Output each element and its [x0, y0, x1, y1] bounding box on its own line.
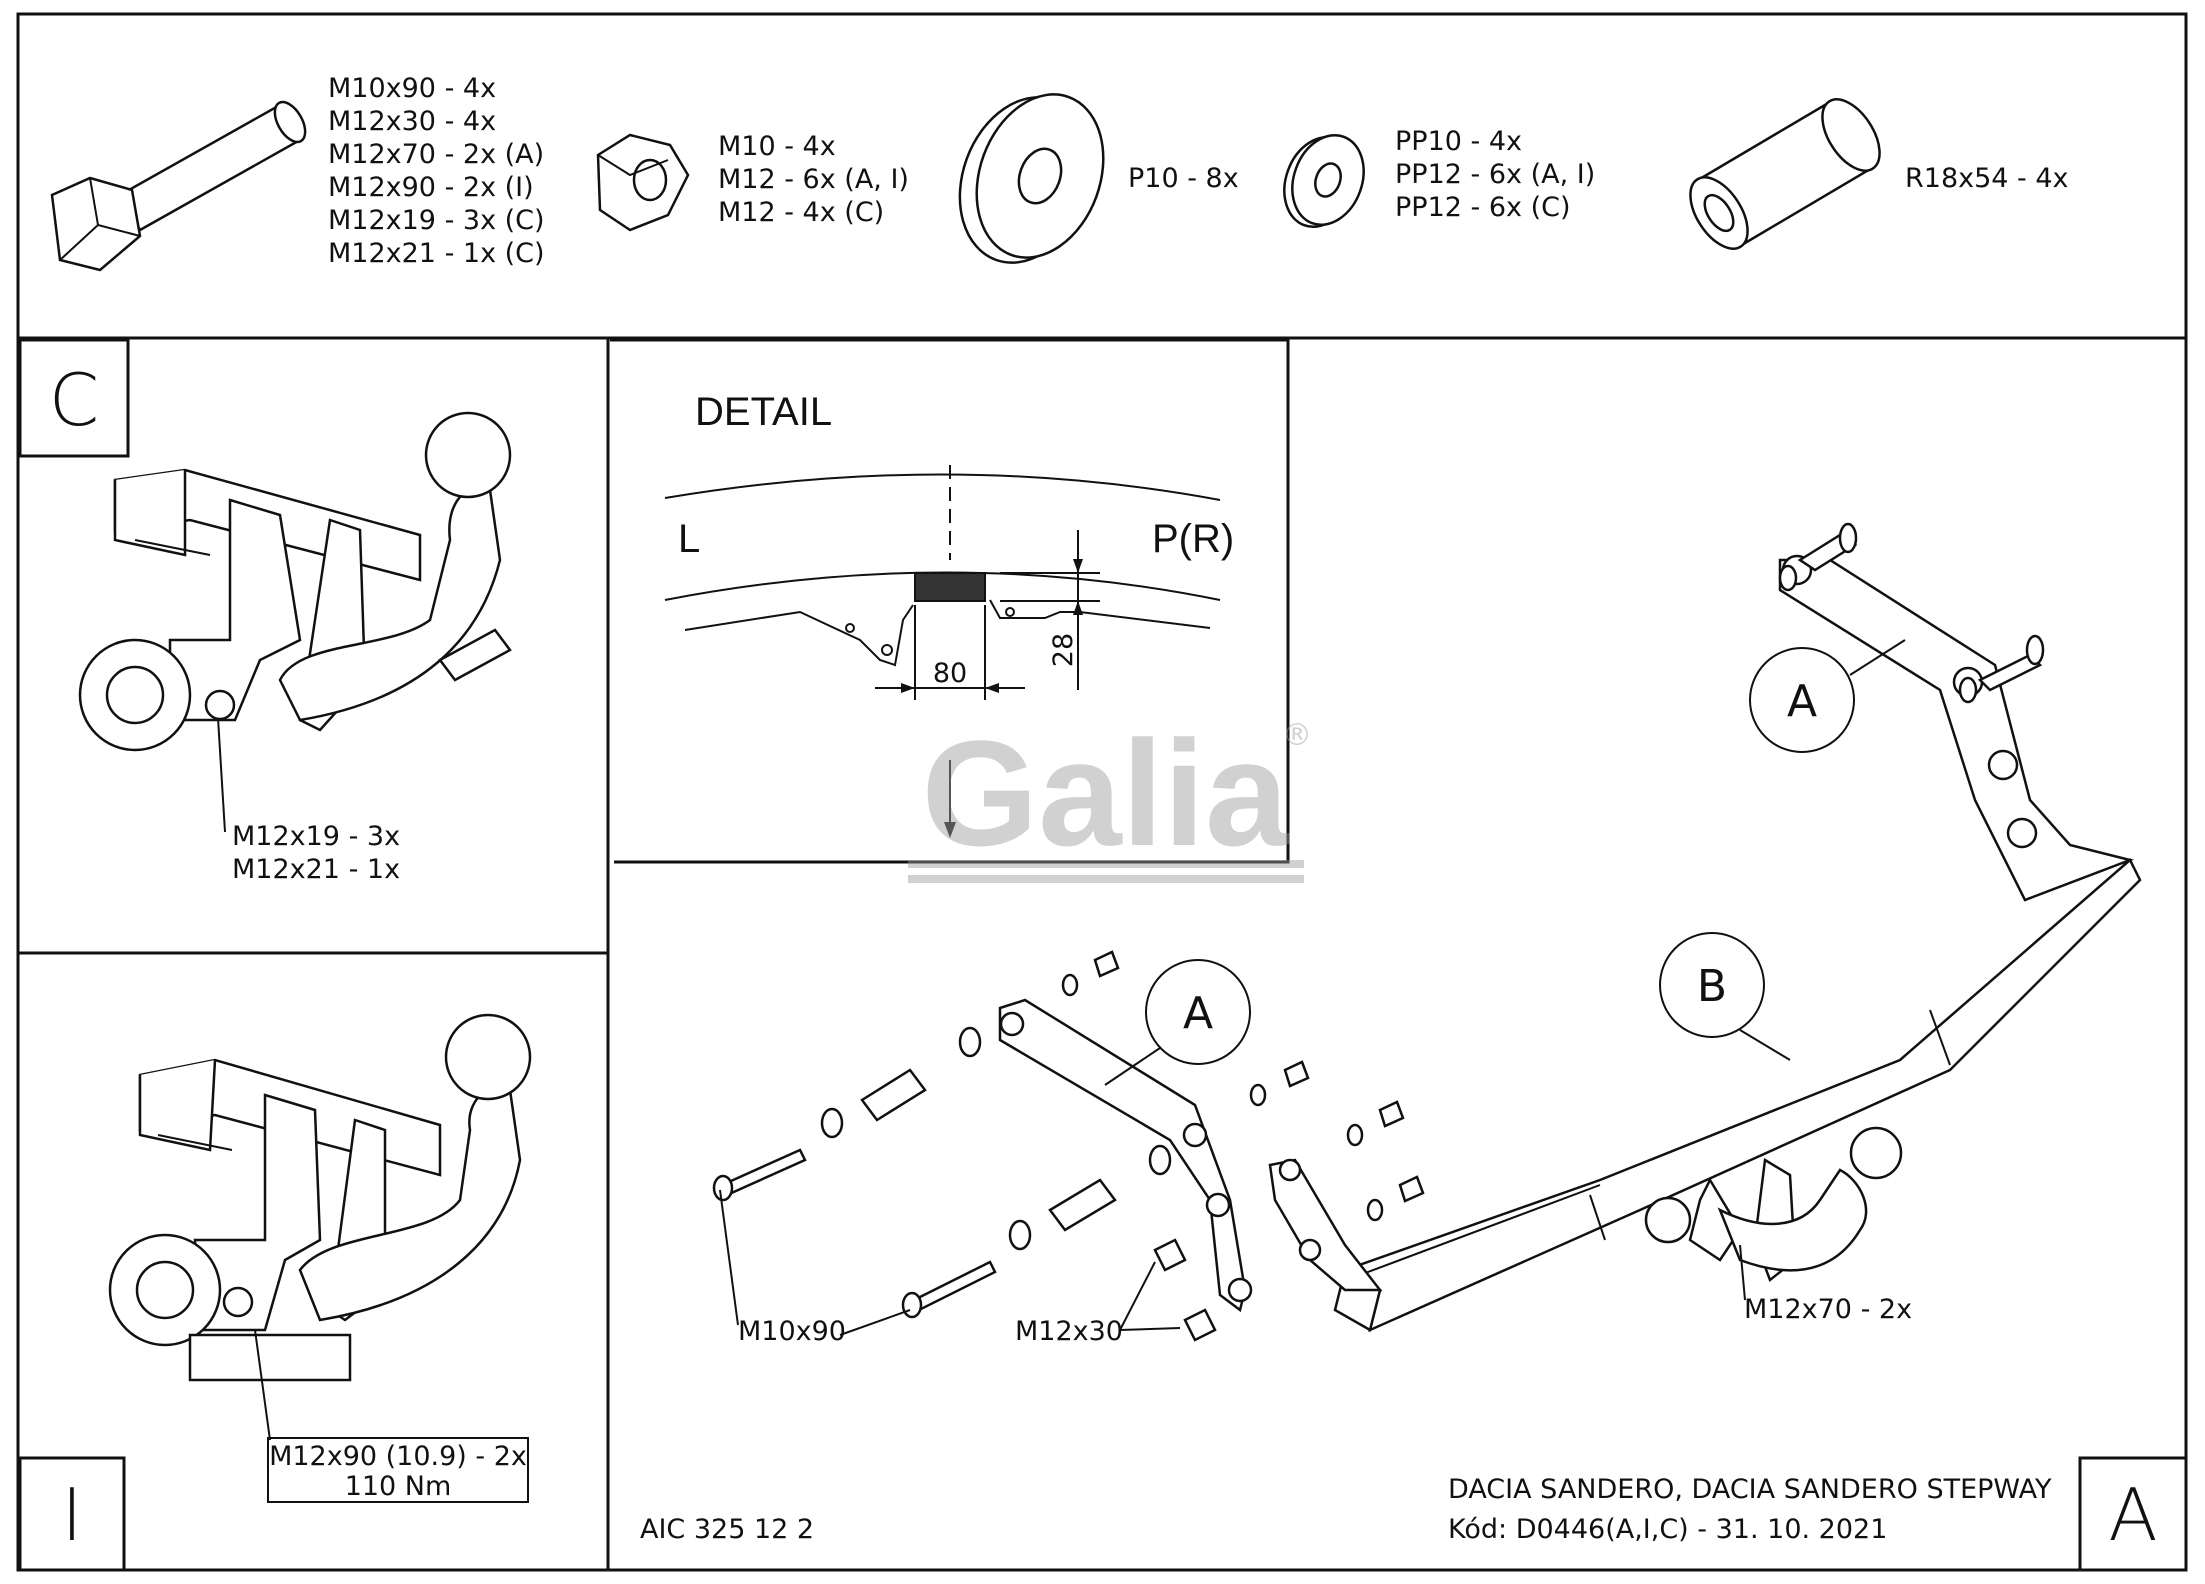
watermark-text: Galia — [922, 709, 1290, 877]
panel-i-label-2: 110 Nm — [345, 1471, 452, 1502]
i-leader-line — [254, 1329, 271, 1441]
detail-title: DETAIL — [695, 390, 832, 434]
callout-a-right-label: A — [1787, 676, 1817, 727]
callout-a-left — [1145, 959, 1251, 1065]
footer-code: AIC 325 12 2 — [640, 1514, 814, 1545]
panel-i-letter-box — [18, 1456, 126, 1572]
spring-washer-icon — [1283, 133, 1365, 229]
spring-washer-spec-2: PP12 - 6x (A, I) — [1395, 159, 1595, 190]
panel-c-label-1: M12x19 - 3x — [232, 821, 400, 852]
crossbeam — [1333, 857, 2142, 1333]
detail-dim-width: 80 — [933, 658, 967, 689]
label-m12x30: M12x30 — [1015, 1316, 1123, 1347]
nut-spec-2: M12 - 6x (A, I) — [718, 164, 909, 195]
bolt-spec-5: M12x19 - 3x (C) — [328, 205, 545, 236]
spring-washer-spec-3: PP12 - 6x (C) — [1395, 192, 1571, 223]
bolt-spec-3: M12x70 - 2x (A) — [328, 139, 544, 170]
spacer-icon — [1689, 98, 1881, 250]
washer-spec: P10 - 8x — [1128, 163, 1239, 194]
towball-unit — [1644, 1126, 1903, 1283]
c-leader-line — [217, 717, 226, 833]
detail-left-label: L — [678, 517, 700, 561]
callout-b-label: B — [1697, 961, 1727, 1012]
panel-i-label-1: M12x90 (10.9) - 2x — [269, 1441, 527, 1472]
bolt-spec-1: M10x90 - 4x — [328, 73, 496, 104]
detail-dimensions — [875, 530, 1100, 700]
detail-box — [610, 338, 1290, 864]
washer-icon — [958, 93, 1105, 264]
galia-watermark: Galia ® — [908, 709, 1312, 883]
panel-c-label-2: M12x21 - 1x — [232, 854, 400, 885]
towbar-illustration-c — [78, 411, 512, 752]
bolt-spec-6: M12x21 - 1x (C) — [328, 238, 545, 269]
sheet-border — [16, 12, 2188, 1572]
towbar-illustration-i — [108, 1013, 532, 1382]
nut-icon — [596, 133, 690, 232]
left-side-bracket — [998, 998, 1383, 1313]
panel-i-letter: I — [61, 1473, 82, 1557]
bolt-stack-upper — [712, 950, 1120, 1202]
detail-right-label: P(R) — [1152, 517, 1234, 561]
footer-kod: Kód: D0446(A,I,C) - 31. 10. 2021 — [1448, 1514, 1887, 1545]
detail-profile — [664, 465, 1221, 667]
bolt-spec-4: M12x90 - 2x (I) — [328, 172, 534, 203]
torque-label-box — [267, 1437, 529, 1503]
nut-spec-3: M12 - 4x (C) — [718, 197, 884, 228]
bolt-spec-2: M12x30 - 4x — [328, 106, 496, 137]
label-m10x90: M10x90 — [738, 1316, 846, 1347]
footer-vehicle: DACIA SANDERO, DACIA SANDERO STEPWAY — [1448, 1474, 2052, 1505]
watermark-mark: ® — [1282, 718, 1312, 753]
callout-b — [1659, 932, 1765, 1038]
m12x70-leader — [1739, 1244, 1746, 1301]
variant-letter-box — [2078, 1456, 2188, 1572]
nut-stack-top-right — [1778, 564, 1978, 704]
panel-c-letter-box — [18, 338, 130, 458]
callout-a-right — [1749, 647, 1855, 753]
variant-letter: A — [2108, 1473, 2157, 1557]
bolt-stack-lower — [901, 1144, 1217, 1342]
label-m12x70: M12x70 - 2x — [1744, 1294, 1912, 1325]
m12x30-leader — [1119, 1261, 1156, 1331]
detail-dim-height: 28 — [1048, 633, 1079, 667]
nut-spec-1: M10 - 4x — [718, 131, 836, 162]
nut-stack-right — [1249, 1060, 1425, 1222]
bolt-icon — [50, 100, 307, 272]
spacer-spec: R18x54 - 4x — [1905, 163, 2069, 194]
spring-washer-spec-1: PP10 - 4x — [1395, 126, 1522, 157]
right-side-bracket — [1778, 522, 2135, 902]
panel-c-letter: C — [49, 358, 99, 442]
m10x90-leader — [719, 1189, 739, 1326]
callout-a-left-label: A — [1183, 988, 1213, 1039]
